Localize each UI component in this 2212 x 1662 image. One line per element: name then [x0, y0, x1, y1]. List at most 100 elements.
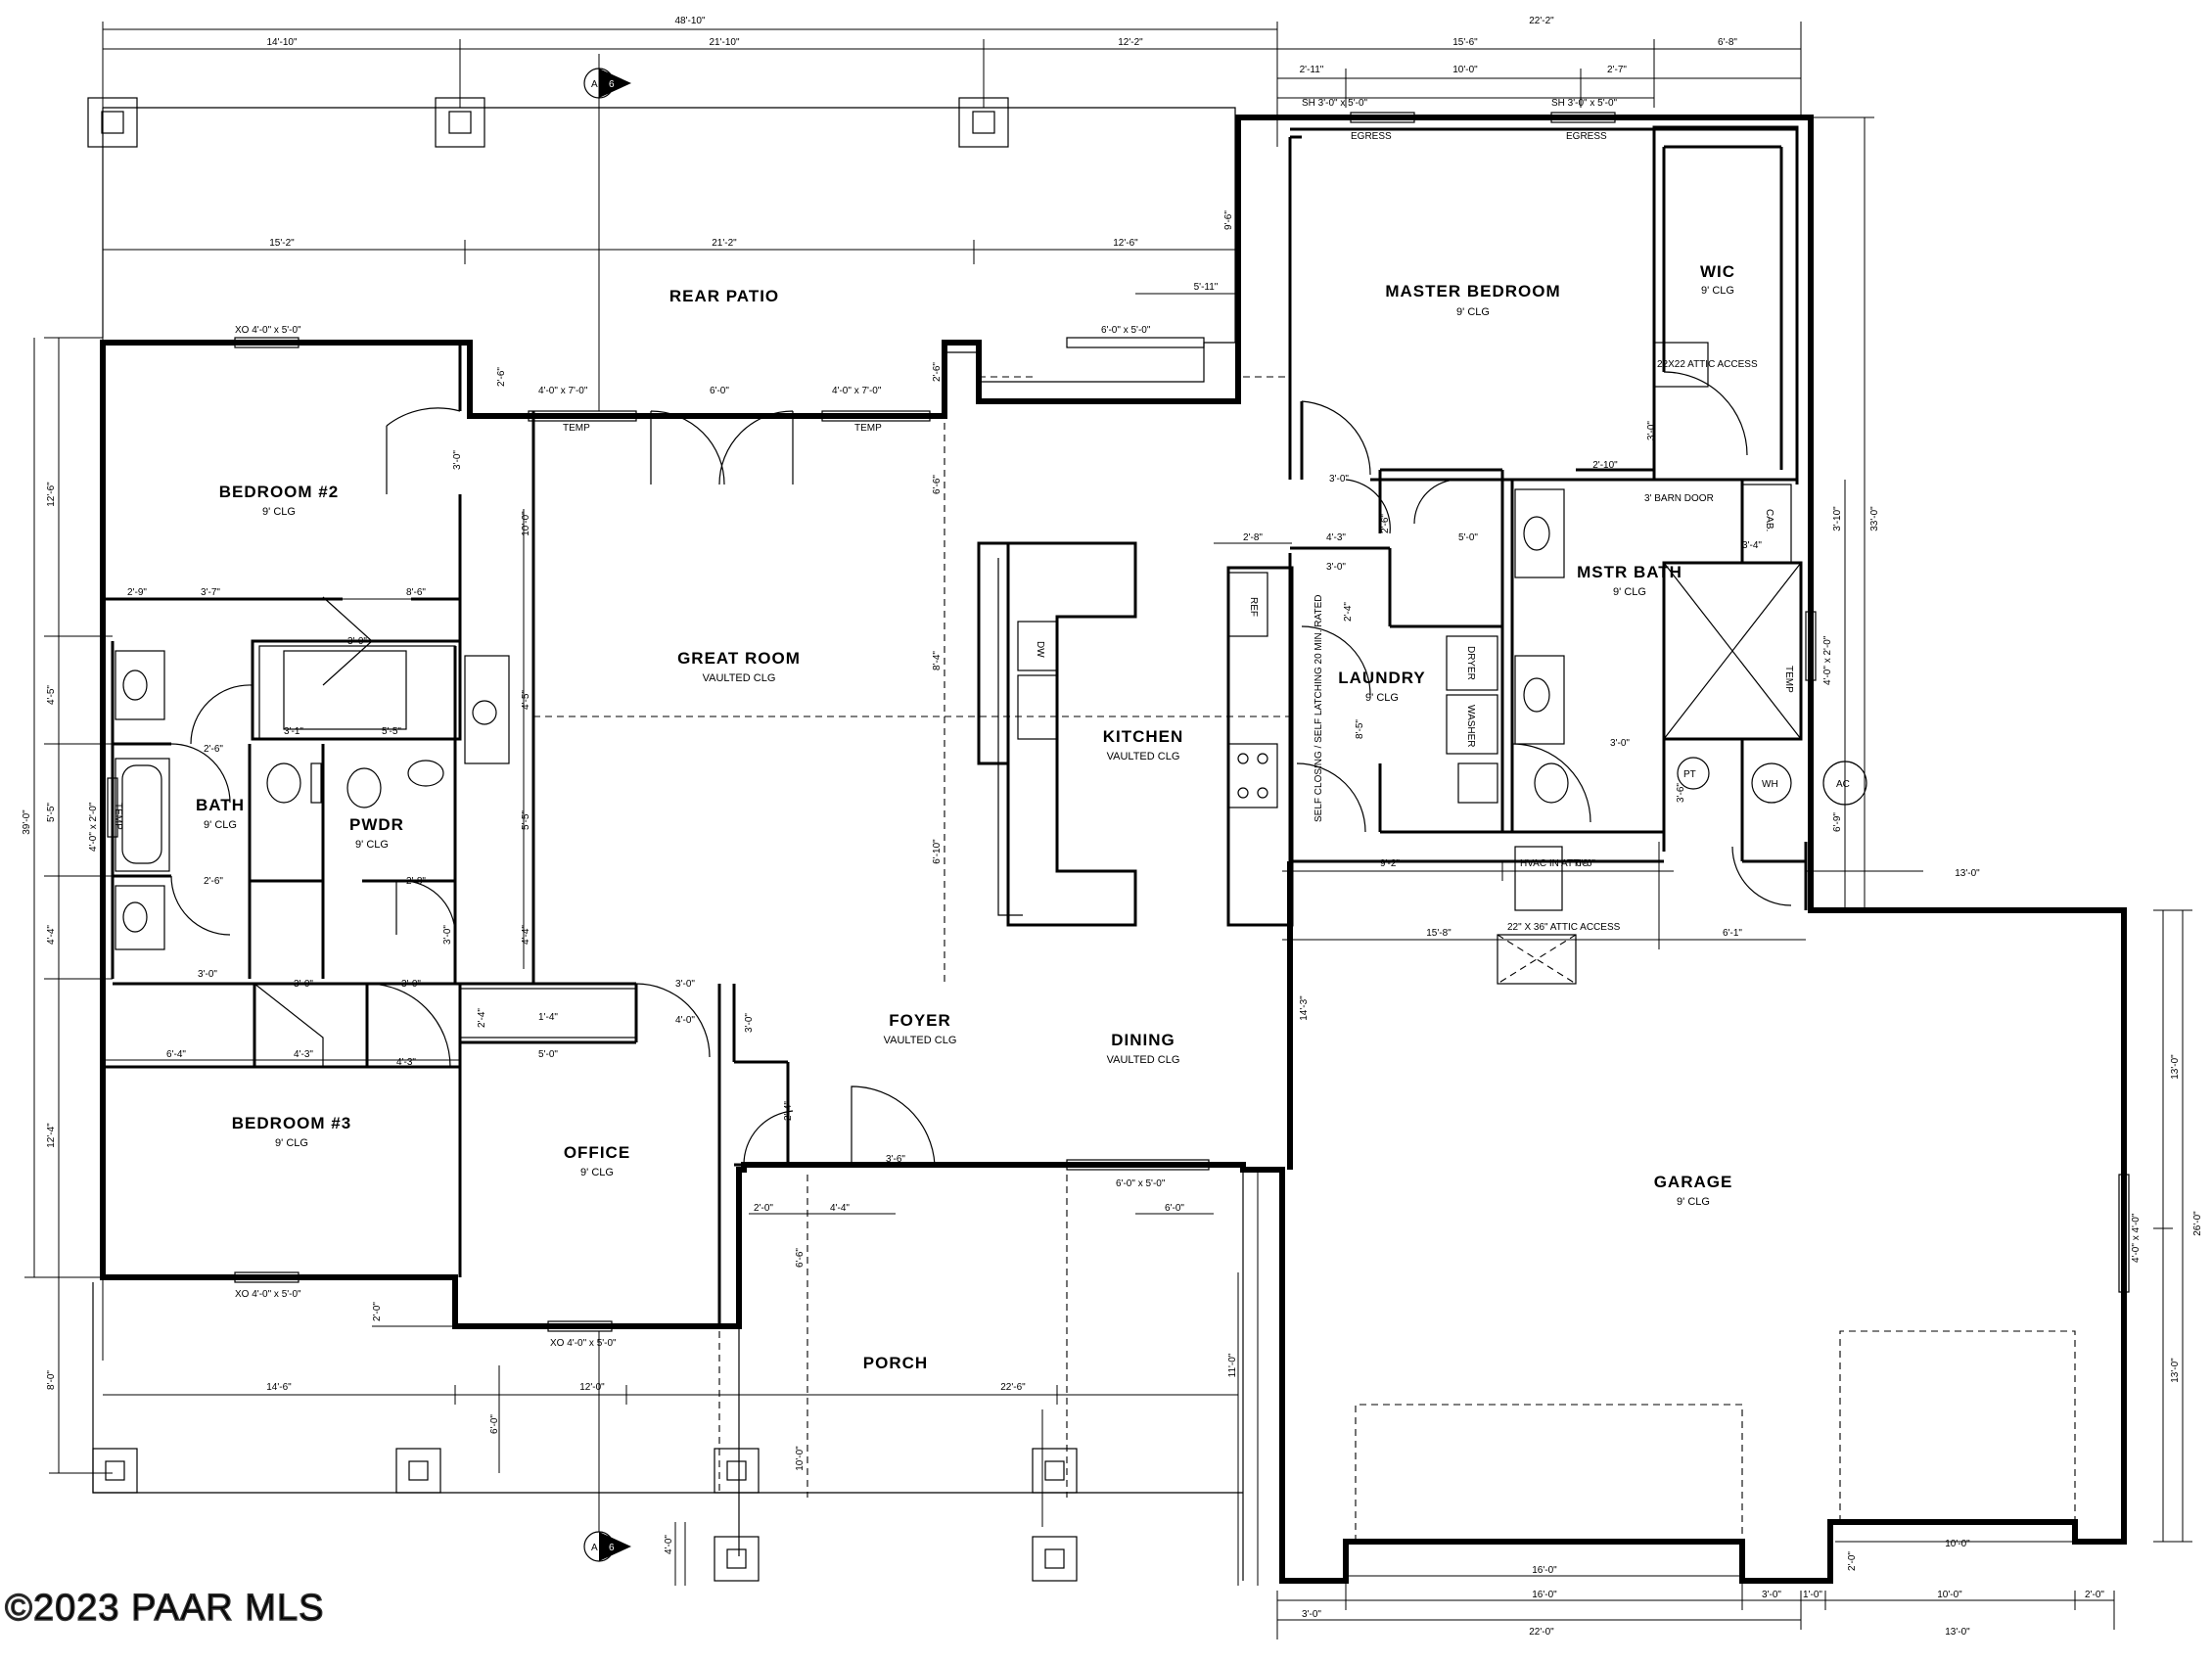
- dim-bottom-1-0: 1'-0": [1803, 1590, 1822, 1600]
- dim-top-2-11: 2'-11": [1300, 65, 1324, 75]
- dim-h-2-4: 2'-4": [477, 1008, 487, 1028]
- dim-bath-3-0: 3'-0": [347, 636, 367, 647]
- section-a-bottom: A: [591, 1543, 598, 1553]
- laundry-label: LAUNDRY: [1338, 669, 1425, 687]
- fire-door-label: SELF CLOSING / SELF LATCHING 20 MIN. RAT…: [1313, 595, 1324, 822]
- pwdr-ceiling: 9' CLG: [355, 839, 389, 851]
- dim-left-12-6: 12'-6": [46, 482, 57, 507]
- dim-b2-2-6: 2'-6": [496, 367, 507, 387]
- office-ceiling: 9' CLG: [580, 1167, 614, 1178]
- dim-h-3-0a: 3'-0": [198, 969, 217, 980]
- dim-porch-6-0: 6'-0": [489, 1414, 500, 1434]
- dim-porch-12-0: 12'-0": [579, 1382, 605, 1393]
- dim-b2-3-0: 3'-0": [452, 450, 463, 470]
- kitchen-ceiling: VAULTED CLG: [1107, 751, 1180, 762]
- dim-k-2-4: 2'-4": [1343, 602, 1354, 622]
- window-6x5-top-label: 6'-0" x 5'-0": [1101, 325, 1151, 336]
- dim-gr-4-5: 4'-5": [521, 690, 531, 710]
- ac-label: AC: [1836, 779, 1850, 790]
- dim-patio-21-2: 21'-2": [712, 238, 737, 249]
- bedroom3-ceiling: 9' CLG: [275, 1137, 308, 1149]
- dim-garage-6-6: 6'-6": [1576, 858, 1595, 869]
- dim-k-8-4: 8'-4": [932, 651, 943, 670]
- window-garage-label: 4'-0" x 4'-0": [2131, 1213, 2142, 1263]
- dryer-label: DRYER: [1465, 646, 1476, 680]
- dim-right-3-10: 3'-10": [1832, 506, 1843, 531]
- dim-k-2-8: 2'-8": [1243, 532, 1263, 543]
- dim-gr-4-4: 4'-4": [521, 925, 531, 945]
- dim-bottom-3-0b: 3'-0": [1762, 1590, 1781, 1600]
- dim-left-5-5: 5'-5": [46, 803, 57, 822]
- wic-label: WIC: [1700, 262, 1735, 281]
- dim-h-1-4: 1'-4": [538, 1012, 558, 1023]
- cab-label: CAB.: [1764, 509, 1774, 531]
- dim-h-3-0b: 3'-0": [294, 979, 313, 990]
- dim-porch-2-0: 2'-0": [754, 1203, 773, 1214]
- dim-top-14-10: 14'-10": [266, 37, 297, 48]
- dim-mb-3-0b: 3'-0": [1646, 421, 1657, 440]
- barn-door-label: 3' BARN DOOR: [1644, 493, 1714, 504]
- temp-label-mbath: TEMP: [1783, 666, 1794, 693]
- dim-k-5-0: 5'-0": [1458, 532, 1478, 543]
- wic-ceiling: 9' CLG: [1701, 285, 1734, 297]
- dim-porch-6-0b: 6'-0": [1165, 1203, 1184, 1214]
- dim-h-4-3b: 4'-3": [396, 1057, 416, 1068]
- dim-garage-13-0: 13'-0": [1955, 868, 1980, 879]
- dim-garage-10-0: 10'-0": [1945, 1539, 1970, 1549]
- pwdr-label: PWDR: [349, 815, 404, 834]
- watermark: ©2023 PAAR MLS: [5, 1588, 324, 1629]
- dim-left-4-5: 4'-5": [46, 685, 57, 705]
- section-a-top: A: [591, 79, 598, 90]
- dim-pw-2-8: 2'-8": [406, 876, 426, 887]
- dim-f-3-0b: 3'-0": [744, 1013, 755, 1033]
- dim-garage-2-0: 2'-0": [1847, 1551, 1858, 1571]
- rear-patio: [87, 97, 1236, 383]
- dim-top-10-0: 10'-0": [1452, 65, 1478, 75]
- dim-top-6-8: 6'-8": [1718, 37, 1737, 48]
- dim-top-21-10: 21'-10": [709, 37, 739, 48]
- dim-porch-3-6: 3'-6": [886, 1154, 905, 1165]
- slider-label: 6'-0": [710, 386, 729, 396]
- dim-gr-5-5: 5'-5": [521, 810, 531, 830]
- dim-b2-8-6: 8'-6": [406, 587, 426, 598]
- dim-h-4-3: 4'-3": [294, 1049, 313, 1060]
- great-room-ceiling: VAULTED CLG: [703, 672, 776, 684]
- window-4x7-right-label: 4'-0" x 7'-0": [832, 386, 882, 396]
- master-bedroom-label: MASTER BEDROOM: [1385, 282, 1560, 300]
- dim-o-2-0: 2'-0": [372, 1302, 383, 1321]
- dim-top-2-7: 2'-7": [1607, 65, 1627, 75]
- window-xo-office-label: XO 4'-0" x 5'-0": [550, 1338, 617, 1349]
- dimension-labels: 48'-10" 22'-2" 14'-10" 21'-10" 12'-2" 15…: [22, 16, 2203, 1638]
- dim-right-6-9: 6'-9": [1832, 812, 1843, 832]
- dim-right-13-0b: 13'-0": [2170, 1358, 2181, 1383]
- egress-right-label: EGRESS: [1566, 131, 1607, 142]
- dim-mb-3-6: 3'-6": [1676, 783, 1686, 803]
- garage-attic-access-label: 22" X 36" ATTIC ACCESS: [1507, 922, 1621, 933]
- dim-mb-3-0c: 3'-0": [1610, 738, 1630, 749]
- dim-left-39-0: 39'-0": [22, 809, 32, 835]
- room-labels: REAR PATIO MASTER BEDROOM 9' CLG WIC 9' …: [196, 262, 1735, 1372]
- door-swings: [170, 371, 1792, 1166]
- office-label: OFFICE: [564, 1143, 630, 1162]
- dim-b2-3-7: 3'-7": [201, 587, 220, 598]
- dining-ceiling: VAULTED CLG: [1107, 1054, 1180, 1066]
- garage-label: GARAGE: [1654, 1173, 1733, 1191]
- dim-patio-5-11: 5'-11": [1194, 282, 1219, 293]
- dim-right-13-0a: 13'-0": [2170, 1054, 2181, 1080]
- dim-overall-right: 22'-2": [1529, 16, 1554, 26]
- annotation-notes: EGRESS EGRESS SH 3'-0" x 5'-0" SH 3'-0" …: [88, 79, 2142, 1553]
- mstr-bath-ceiling: 9' CLG: [1613, 586, 1646, 598]
- bath-ceiling: 9' CLG: [204, 819, 237, 831]
- laundry-ceiling: 9' CLG: [1365, 692, 1399, 704]
- dim-mb-3-4: 3'-4": [1742, 540, 1762, 551]
- section-marker-top: [583, 54, 631, 411]
- dim-h-3-0c: 3'-0": [401, 979, 421, 990]
- dim-porch-14-6: 14'-6": [266, 1382, 292, 1393]
- dim-gr-10-0: 10'-0": [521, 511, 531, 536]
- dim-garage-14-3: 14'-3": [1299, 995, 1310, 1021]
- dim-left-8-0: 8'-0": [46, 1370, 57, 1390]
- dim-garage-9-2: 9'-2": [1380, 858, 1400, 869]
- dim-k-4-3: 4'-3": [1326, 532, 1346, 543]
- dim-bath-2-6b: 2'-6": [204, 876, 223, 887]
- section-marker-bottom: [583, 1331, 631, 1562]
